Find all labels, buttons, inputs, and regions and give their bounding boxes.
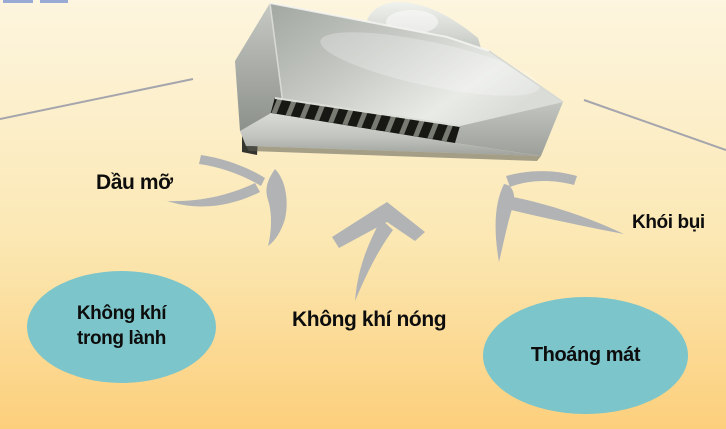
decor-line-left [0,78,194,120]
fresh-air-line2: trong lành [77,328,166,349]
arrow-hot-air-icon [332,202,425,301]
fresh-air-ellipse: Không khí trong lành [27,271,216,383]
hot-air-label: Không khí nóng [292,308,447,331]
fresh-air-label: Không khí trong lành [76,302,167,351]
hood-left-face [235,3,284,131]
hood-ridge [269,2,490,52]
hood-right-face [455,102,563,156]
hood-top-face [270,3,563,126]
cool-air-label: Thoáng mát [530,344,641,366]
grease-label: Dầu mỡ [96,171,173,194]
exhaust-hood-image [235,2,564,161]
top-left-bar-2 [40,0,68,3]
top-left-bar-1 [3,0,33,3]
hood-bottom-shadow [246,146,541,161]
hood-sheen [320,32,540,96]
hood-bottom-rim [240,113,541,156]
arrow-smoke-icon [495,171,624,262]
hood-right-edge [488,50,564,103]
decor-line-right [583,99,726,151]
arrow-grease-icon [167,155,287,246]
cool-air-ellipse: Thoáng mát [483,297,688,414]
fresh-air-line1: Không khí [76,303,167,325]
hood-crease [269,2,285,113]
smoke-dust-label: Khói bụi [632,212,705,233]
filter-lip [274,97,461,127]
